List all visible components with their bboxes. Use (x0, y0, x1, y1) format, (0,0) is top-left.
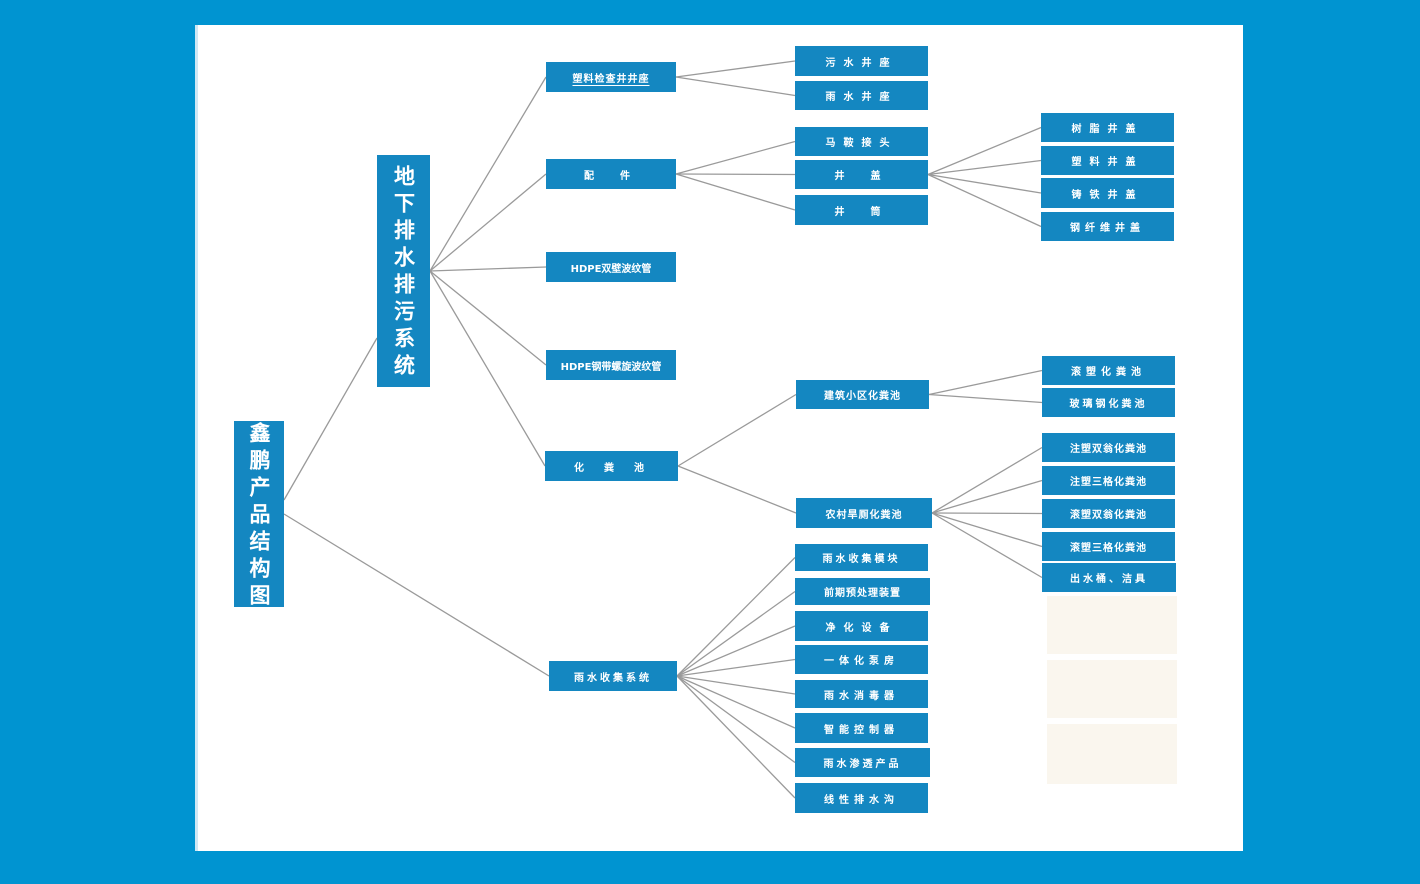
node-hdpe-double: HDPE双壁波纹管 (546, 252, 676, 282)
node-plastic-cover: 塑料井盖 (1041, 146, 1174, 175)
node-manhole-cover: 井 盖 (795, 160, 928, 189)
node-saddle: 马鞍接头 (795, 127, 928, 156)
node-rural-septic: 农村旱厕化粪池 (796, 498, 932, 528)
node-inj-three-grid: 注塑三格化粪池 (1042, 466, 1175, 495)
node-controller: 智能控制器 (795, 713, 928, 743)
node-frp-septic: 玻璃钢化粪池 (1042, 388, 1175, 417)
node-purification: 净化设备 (795, 611, 928, 641)
node-community-septic: 建筑小区化粪池 (796, 380, 929, 409)
node-roto-double-urn: 滚塑双翁化粪池 (1042, 499, 1175, 528)
node-root: 鑫鹏产品结构图 (234, 421, 284, 611)
ghost-box (1047, 596, 1177, 654)
node-steel-fiber-cover: 钢纤维井盖 (1041, 212, 1174, 241)
node-hdpe-steel: HDPE钢带螺旋波纹管 (546, 350, 676, 380)
node-inspection-seat: 塑料检查井井座 (546, 62, 676, 92)
node-rain-seat: 雨水井座 (795, 81, 928, 110)
node-infiltration: 雨水渗透产品 (795, 748, 930, 777)
ghost-box (1047, 724, 1177, 784)
node-sewage-seat: 污水井座 (795, 46, 928, 76)
node-pump-house: 一体化泵房 (795, 645, 928, 674)
node-inj-double-urn: 注塑双翁化粪池 (1042, 433, 1175, 462)
ghost-box (1047, 660, 1177, 718)
node-roto-three-grid: 滚塑三格化粪池 (1042, 532, 1175, 561)
node-rain-system: 雨水收集系统 (549, 661, 677, 691)
node-underground: 地下排水排污系统 (377, 155, 430, 387)
node-disinfector: 雨水消毒器 (795, 680, 928, 708)
node-rain-module: 雨水收集模块 (795, 544, 928, 571)
node-well-barrel: 井 筒 (795, 195, 928, 225)
node-cast-iron-cover: 铸铁井盖 (1041, 178, 1174, 208)
node-outlet-bucket: 出水桶、洁具 (1042, 563, 1176, 592)
node-drainage-channel: 线性排水沟 (795, 783, 928, 813)
node-septic: 化 粪 池 (545, 451, 678, 481)
node-roto-septic: 滚塑化粪池 (1042, 356, 1175, 385)
node-resin-cover: 树脂井盖 (1041, 113, 1174, 142)
node-fittings: 配 件 (546, 159, 676, 189)
node-pretreatment: 前期预处理装置 (795, 578, 930, 605)
